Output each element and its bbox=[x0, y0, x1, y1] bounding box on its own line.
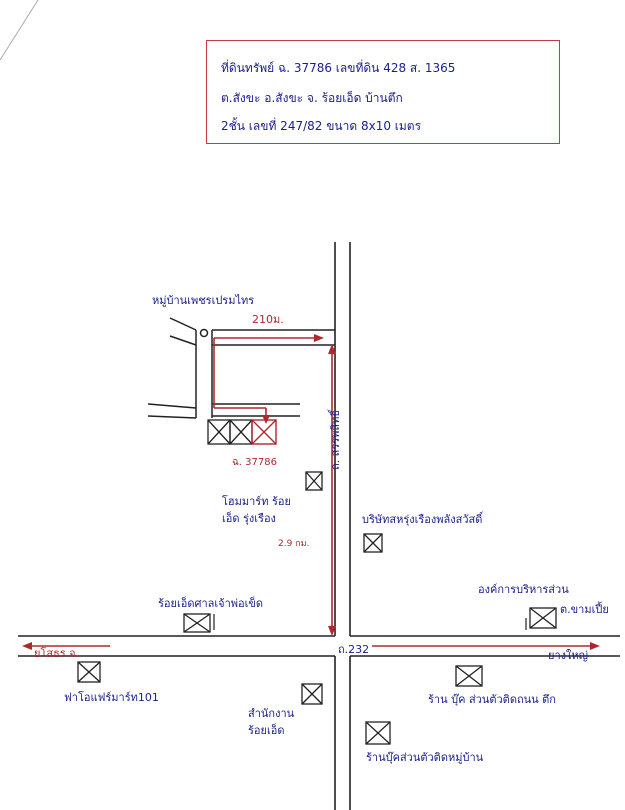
label-store-2: ร้านบุ๊คส่วนตัวติดหมู่บ้าน bbox=[366, 751, 484, 764]
marker-rice-mill bbox=[363, 533, 383, 553]
label-left-direction: ยโสธร จ. bbox=[34, 647, 80, 660]
info-line-1: ที่ดินทรัพย์ ฉ. 37786 เลขที่ดิน 428 ส. 1… bbox=[221, 61, 456, 75]
scan-edge bbox=[0, 0, 39, 61]
label-deed: ฉ. 37786 bbox=[232, 457, 277, 468]
info-line-3: 2ชั้น เลขที่ 247/82 ขนาด 8x10 เมตร bbox=[221, 119, 422, 133]
label-office: สำนักงาน ร้อยเอ็ด bbox=[248, 707, 295, 737]
label-homemart: โฮมมาร์ท ร้อย เอ็ด รุ่งเรือง bbox=[222, 495, 291, 525]
label-road-vertical: ถ. สรรพสิทธิ์ bbox=[329, 409, 342, 470]
village-lanes bbox=[147, 317, 335, 419]
marker-office bbox=[301, 683, 323, 705]
marker-pharmacy bbox=[77, 661, 101, 683]
leader-ticks bbox=[213, 614, 527, 630]
info-box: ที่ดินทรัพย์ ฉ. 37786 เลขที่ดิน 428 ส. 1… bbox=[206, 40, 560, 144]
label-ongkan: องค์การบริหารส่วน bbox=[478, 583, 569, 596]
label-ongkan-2: ต.ขามเปี้ย bbox=[560, 603, 609, 616]
house-row bbox=[207, 419, 253, 445]
label-store-1: ร้าน บุ๊ค ส่วนตัวติดถนน ตึก bbox=[428, 693, 556, 706]
landmark-markers bbox=[77, 471, 557, 745]
label-pharmacy: ฟาโอแฟร์มาร์ท101 bbox=[64, 691, 159, 704]
marker-ongkan bbox=[529, 607, 557, 629]
label-dist-top: 210ม. bbox=[252, 313, 284, 326]
label-right-direction: ยางใหญ่ bbox=[548, 649, 588, 662]
route bbox=[30, 337, 590, 647]
horizontal-road bbox=[18, 635, 620, 657]
label-village: หมู่บ้านเพชรเปรมไทร bbox=[152, 294, 255, 307]
marker-store1 bbox=[455, 665, 483, 687]
target-house bbox=[251, 419, 277, 445]
info-line-2: ต.สังขะ อ.สังขะ จ. ร้อยเอ็ด บ้านตึก bbox=[221, 91, 403, 105]
label-dist-mid: 2.9 กม. bbox=[278, 539, 310, 549]
label-road-main: ถ.232 bbox=[338, 643, 370, 656]
route-arrowheads bbox=[22, 334, 600, 650]
marker-homemart bbox=[305, 471, 323, 491]
label-roiet-shop: ร้อยเอ็ดศาลเจ้าพ่อเข็ด bbox=[158, 597, 264, 610]
marker-store2 bbox=[365, 721, 391, 745]
vertical-road bbox=[334, 242, 351, 810]
label-rice-mill: บริษัทสหรุ่งเรืองพลังสวัสดิ์ bbox=[362, 513, 483, 526]
marker-roiet-shop bbox=[183, 613, 211, 633]
